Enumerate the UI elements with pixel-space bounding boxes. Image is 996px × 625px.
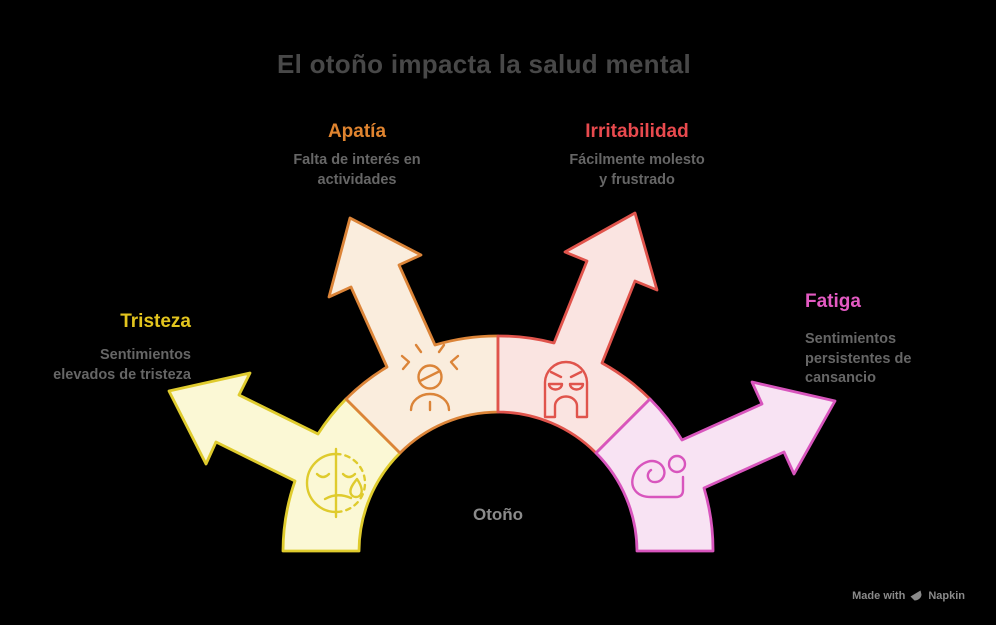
tired-person-icon bbox=[631, 454, 687, 499]
angry-face-icon bbox=[543, 360, 589, 419]
description-line: Sentimientos bbox=[805, 331, 897, 347]
segment-irritabilidad-arrow-shape bbox=[496, 211, 659, 455]
description-line: Fácilmente molesto bbox=[569, 152, 705, 168]
watermark-brand: Napkin bbox=[928, 589, 965, 602]
description-line: Falta de interés en bbox=[293, 152, 421, 168]
sad-face-tear-icon bbox=[305, 447, 367, 519]
segment-apatia-arrow-shape bbox=[327, 216, 500, 455]
center-label-otono: Otoño bbox=[472, 505, 524, 524]
description-line: cansancio bbox=[805, 370, 876, 386]
description-fatiga: Sentimientos persistentes de cansancio bbox=[805, 330, 990, 389]
description-irritabilidad: Fácilmente molesto y frustrado bbox=[517, 150, 757, 190]
description-line: y frustrado bbox=[599, 172, 675, 188]
label-irritabilidad: Irritabilidad bbox=[585, 121, 689, 142]
segment-fatiga-arrow-shape bbox=[594, 380, 837, 553]
label-fatiga: Fatiga bbox=[805, 291, 861, 312]
napkin-logo-shape bbox=[910, 590, 922, 601]
watermark: Made with Napkin bbox=[852, 589, 965, 602]
label-apatia: Apatía bbox=[327, 121, 387, 142]
description-tristeza: Sentimientos elevados de tristeza bbox=[0, 345, 191, 385]
watermark-prefix: Made with bbox=[852, 589, 906, 602]
description-line: persistentes de bbox=[805, 350, 912, 367]
description-apatia: Falta de interés en actividades bbox=[237, 150, 477, 190]
description-line: Sentimientos bbox=[99, 347, 191, 363]
description-line: actividades bbox=[317, 172, 397, 188]
segment-tristeza-arrow-shape bbox=[167, 371, 402, 553]
description-line: elevados de tristeza bbox=[53, 367, 191, 383]
napkin-logo-icon bbox=[910, 590, 922, 601]
stressed-person-icon bbox=[400, 343, 460, 412]
label-tristeza: Tristeza bbox=[120, 311, 191, 332]
page-title: El otoño impacta la salud mental bbox=[276, 49, 692, 79]
